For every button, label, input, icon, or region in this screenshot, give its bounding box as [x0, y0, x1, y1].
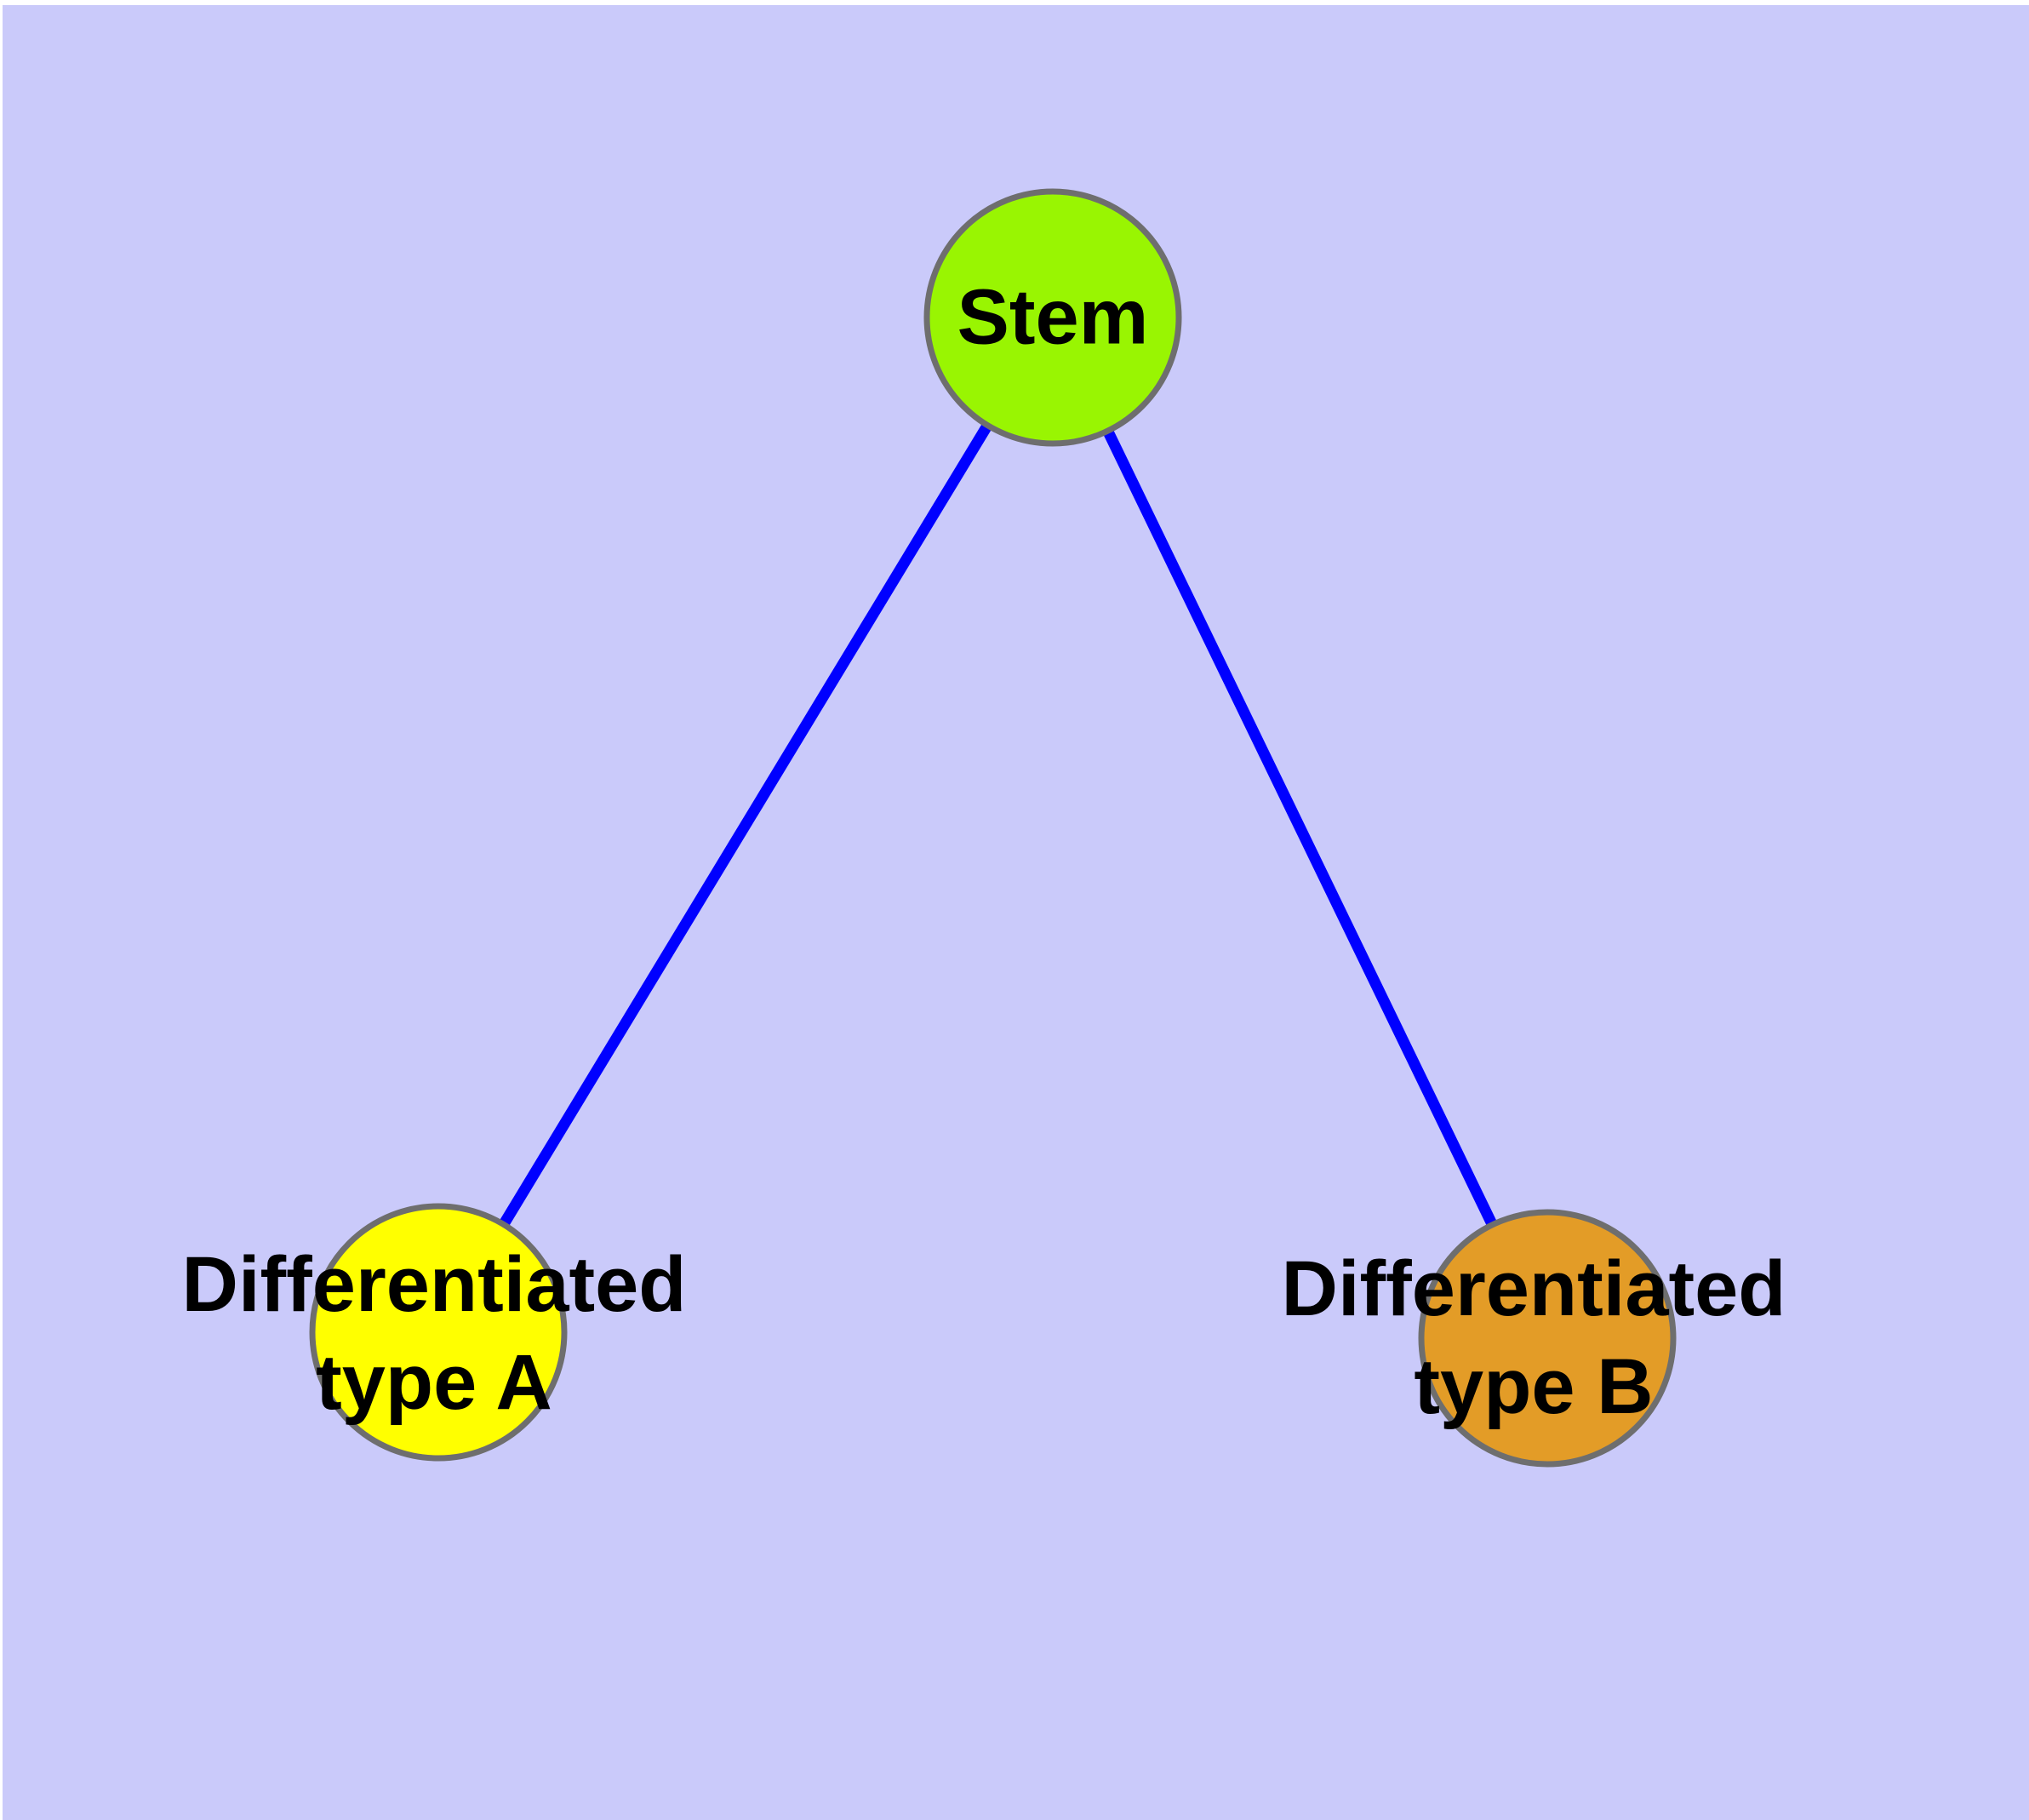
node-type-a-circle: [309, 1203, 568, 1462]
node-stem-circle: [923, 188, 1182, 447]
edge-stem-to-type-a: [433, 314, 1058, 1336]
edge-stem-to-type-b: [1048, 315, 1552, 1341]
node-type-b-circle: [1418, 1209, 1677, 1468]
